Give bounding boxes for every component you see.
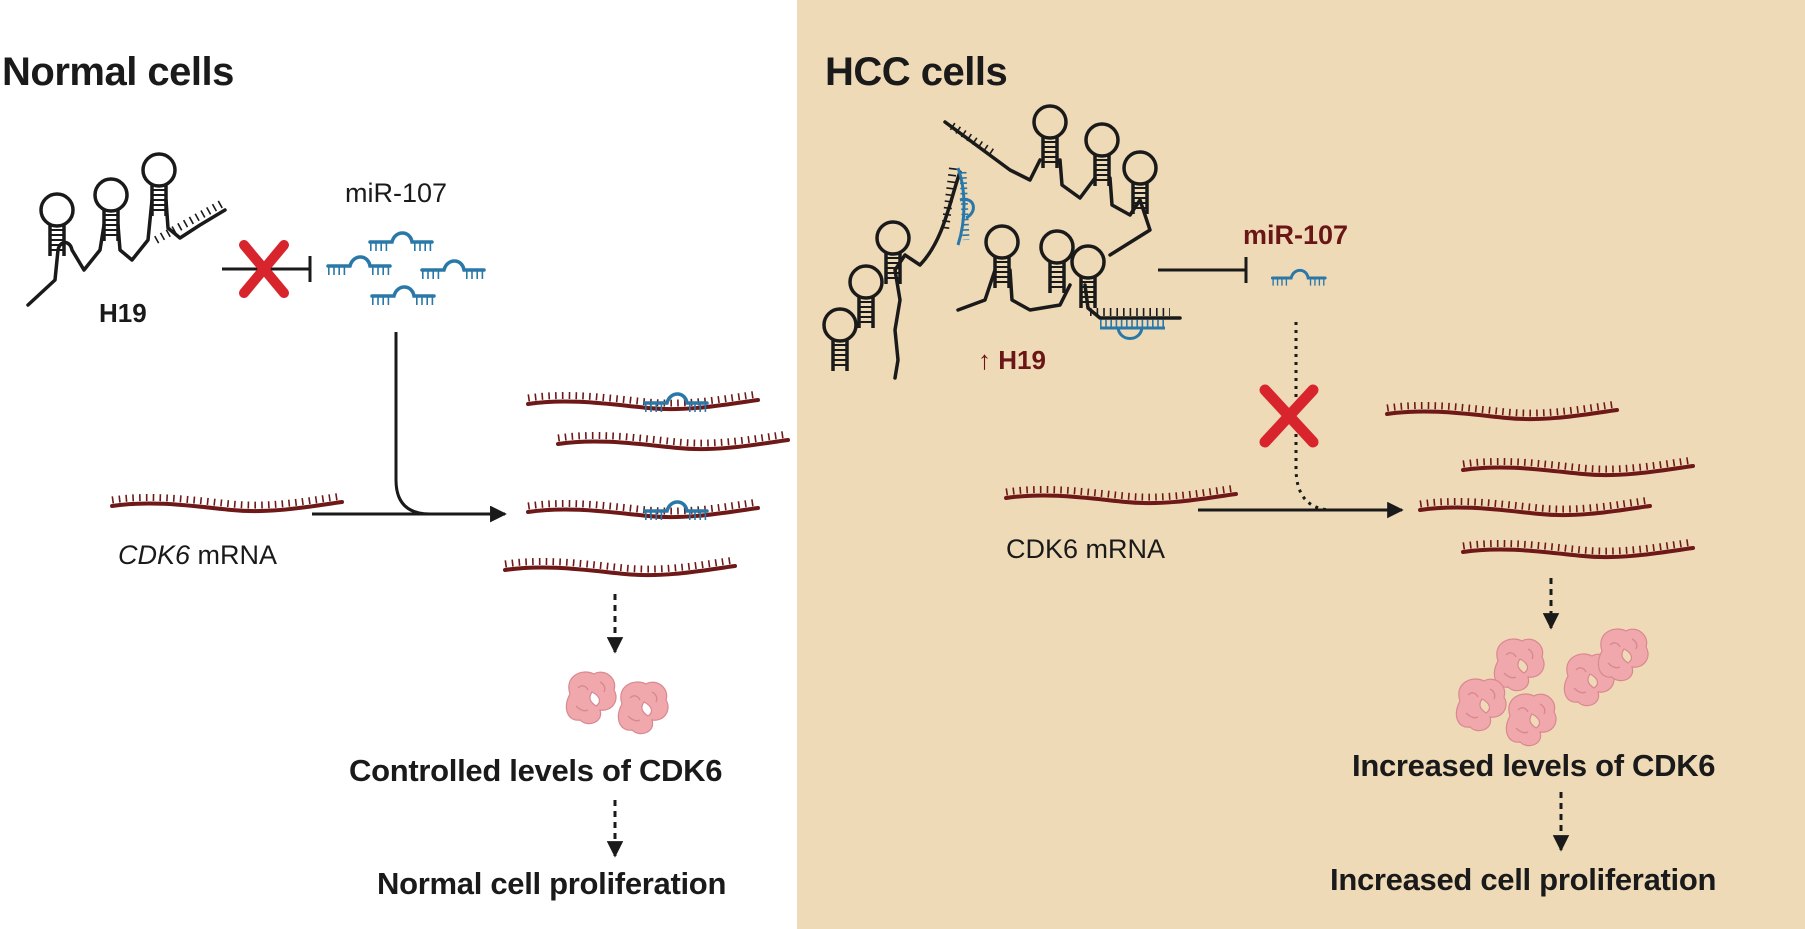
cdk6-gene-name: CDK6 bbox=[118, 540, 191, 570]
hcc-mir107-label: miR-107 bbox=[1243, 220, 1349, 250]
normal-mir107-label: miR-107 bbox=[345, 178, 448, 208]
hcc-h19-lncrna-cluster bbox=[822, 104, 1182, 380]
normal-inhibition-x bbox=[239, 240, 289, 298]
normal-h19-lncrna bbox=[26, 152, 227, 307]
normal-pathway-arrow bbox=[312, 332, 507, 523]
hcc-mrna-stack bbox=[1387, 404, 1693, 557]
hcc-cdk6-mrna-input bbox=[1006, 488, 1236, 503]
hcc-mir107 bbox=[1272, 270, 1325, 282]
normal-protein-level-label: Controlled levels of CDK6 bbox=[349, 753, 723, 788]
hcc-dotted-arrows bbox=[1542, 578, 1570, 852]
hcc-cdk6-mrna-label: CDK6 mRNA bbox=[1006, 534, 1166, 564]
hcc-dotted-pathway bbox=[1294, 322, 1331, 512]
hcc-cdk6-proteins bbox=[1455, 628, 1649, 747]
normal-outcome-label: Normal cell proliferation bbox=[377, 866, 727, 901]
hcc-cells-title: HCC cells bbox=[825, 50, 1008, 94]
hcc-panel-background bbox=[797, 0, 1805, 929]
hcc-protein-level-label: Increased levels of CDK6 bbox=[1352, 748, 1716, 783]
mrna-suffix: mRNA bbox=[190, 540, 278, 570]
hcc-inhibition-x bbox=[1259, 384, 1319, 448]
normal-cdk6-mrna-input bbox=[112, 496, 342, 511]
normal-cells-title: Normal cells bbox=[2, 50, 234, 94]
normal-mir107-cluster bbox=[328, 233, 484, 301]
normal-cdk6-mrna-label: CDK6 mRNA bbox=[118, 542, 277, 569]
normal-mrna-stack bbox=[505, 394, 788, 575]
hcc-outcome-label: Increased cell proliferation bbox=[1330, 862, 1717, 897]
normal-cdk6-proteins bbox=[565, 671, 669, 735]
hcc-inhibition-arrow bbox=[1158, 257, 1248, 283]
hcc-h19-label: ↑ H19 bbox=[978, 345, 1046, 375]
normal-h19-label: H19 bbox=[99, 298, 147, 328]
